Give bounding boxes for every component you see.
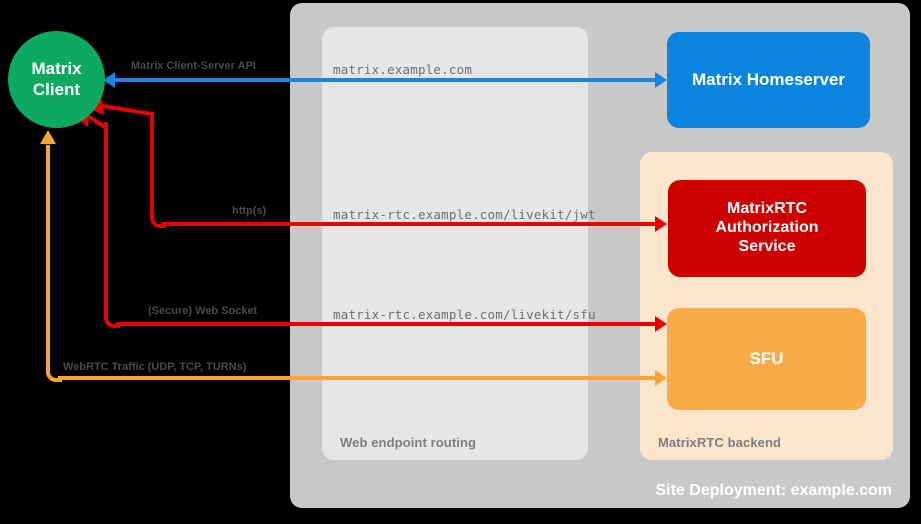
- edge-cs-api-endpoint-label: matrix.example.com: [333, 62, 473, 77]
- edge-jwt-line-horizontal: [162, 222, 662, 226]
- edge-cs-api-protocol-label: Matrix Client-Server API: [131, 60, 256, 72]
- edge-jwt-elbow: [150, 212, 166, 228]
- node-auth-line1: MatrixRTC: [726, 200, 807, 218]
- edge-ws-elbow: [104, 312, 120, 328]
- node-matrix-client[interactable]: Matrix Client: [8, 31, 105, 128]
- web-endpoint-routing-label: Web endpoint routing: [340, 435, 477, 450]
- site-deployment-label: Site Deployment: example.com: [655, 482, 892, 499]
- edge-ws-line-vertical: [104, 122, 108, 314]
- web-endpoint-routing-panel: Web endpoint routing: [322, 27, 588, 460]
- matrixrtc-backend-label: MatrixRTC backend: [658, 435, 782, 450]
- edge-cs-api-arrowhead-client: [103, 72, 115, 88]
- edge-ws-endpoint-label: matrix-rtc.example.com/livekit/sfu: [333, 307, 596, 322]
- edge-webrtc-protocol-label: WebRTC Traffic (UDP, TCP, TURNs): [63, 361, 247, 373]
- node-matrix-client-line2: Client: [32, 79, 81, 99]
- edge-webrtc-line-vertical: [46, 145, 50, 367]
- node-matrix-homeserver-label: Matrix Homeserver: [691, 69, 846, 89]
- edge-jwt-endpoint-label: matrix-rtc.example.com/livekit/jwt: [333, 207, 596, 222]
- edge-cs-api-line: [113, 78, 664, 82]
- edge-webrtc-arrowhead-client: [40, 130, 56, 144]
- edge-ws-protocol-label: (Secure) Web Socket: [148, 305, 258, 317]
- edge-jwt-arrowhead-auth: [655, 216, 667, 232]
- edge-ws-arrowhead-sfu: [655, 316, 667, 332]
- node-sfu-label: SFU: [749, 348, 784, 368]
- edge-jwt-line-vertical: [150, 112, 154, 214]
- node-sfu[interactable]: SFU: [667, 308, 866, 410]
- node-auth-line2: Authorization: [715, 219, 819, 237]
- node-matrix-client-line1: Matrix: [31, 59, 82, 79]
- edge-webrtc-line-horizontal: [58, 376, 662, 380]
- edge-jwt-protocol-label: http(s): [232, 205, 267, 217]
- node-matrixrtc-authorization-service[interactable]: MatrixRTC Authorization Service: [668, 180, 866, 277]
- node-matrix-homeserver[interactable]: Matrix Homeserver: [667, 32, 870, 128]
- edge-webrtc-elbow: [46, 366, 62, 382]
- node-auth-line3: Service: [738, 237, 796, 255]
- edge-ws-line-horizontal: [116, 322, 662, 326]
- edge-webrtc-arrowhead-sfu: [655, 370, 667, 386]
- edge-cs-api-arrowhead-homeserver: [655, 72, 667, 88]
